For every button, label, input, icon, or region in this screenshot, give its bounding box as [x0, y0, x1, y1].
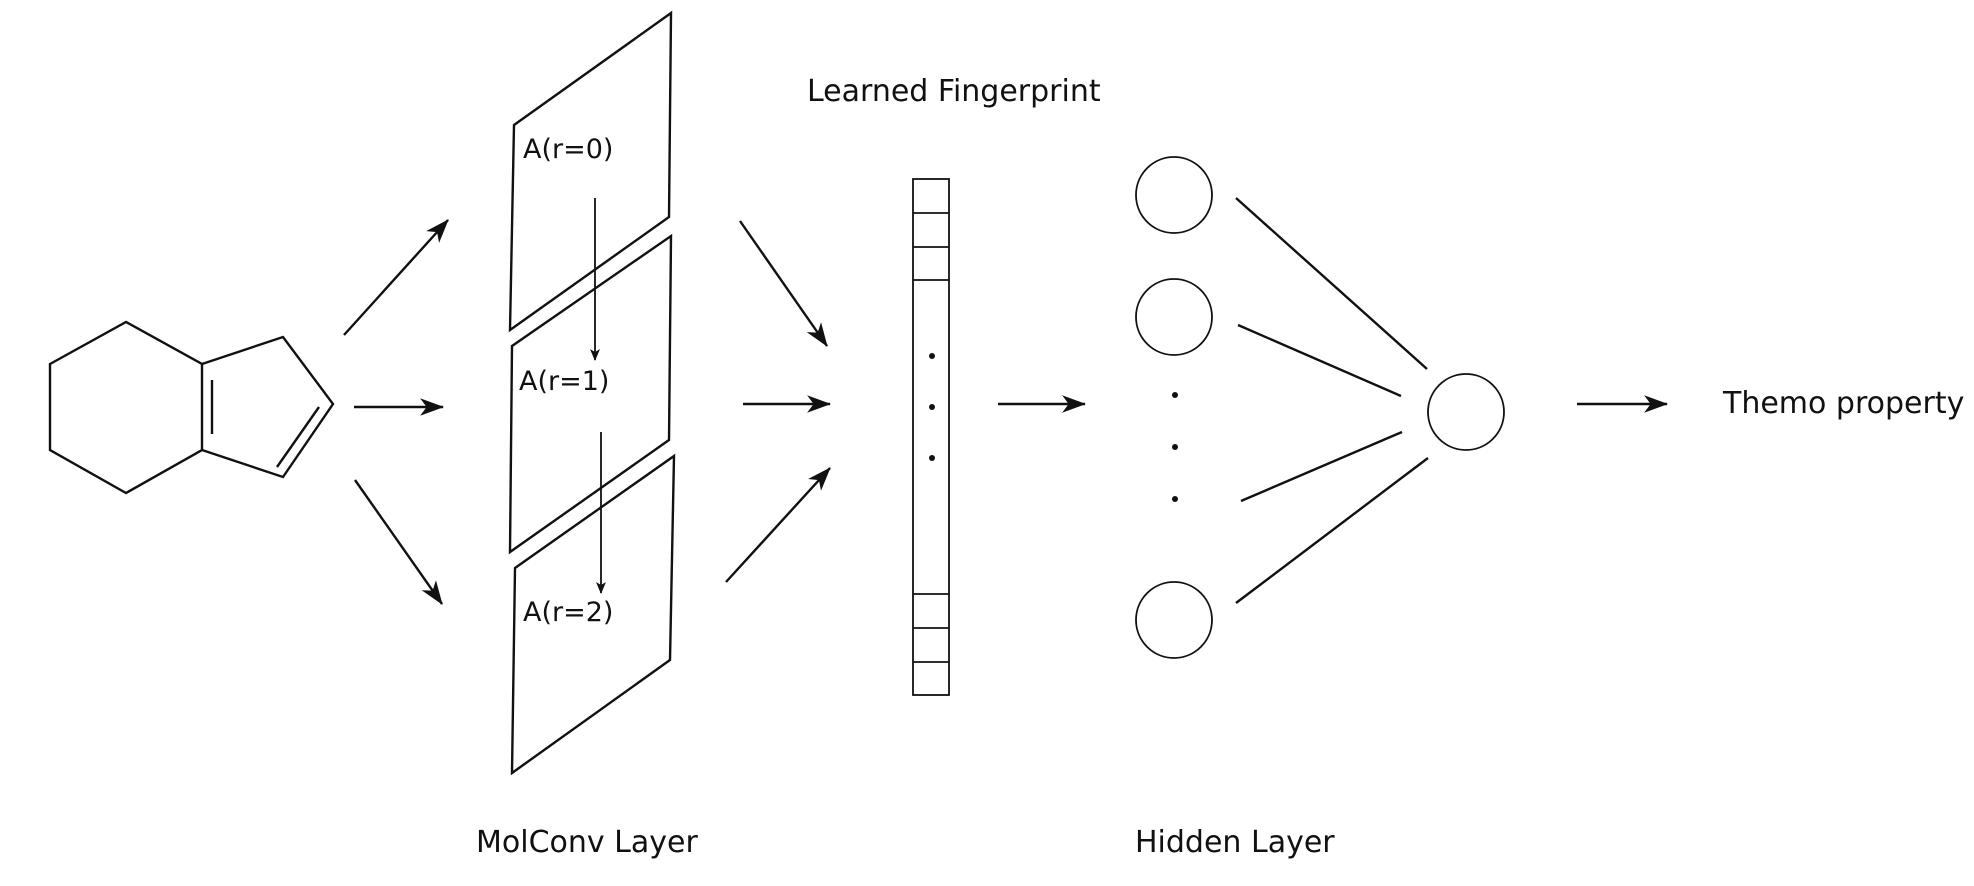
- input-arrows: [343, 219, 449, 605]
- arrow-from-r2: [725, 467, 831, 583]
- arrow-to-layer-r0: [343, 219, 449, 336]
- hidden-to-output-connections: [1235, 197, 1429, 604]
- molconv-layers: A(r=0) A(r=1) A(r=2): [508, 10, 676, 776]
- fingerprint-vector: [912, 178, 950, 696]
- arrow-to-layer-r2: [354, 479, 443, 605]
- ellipsis-dot: [1172, 392, 1178, 398]
- layer-r2-plane: [510, 453, 676, 776]
- output-node: [1427, 373, 1505, 451]
- hidden-node: [1135, 581, 1213, 659]
- hidden-node: [1135, 156, 1213, 234]
- layer-r1-label: A(r=1): [519, 366, 609, 397]
- pooling-arrows: [725, 220, 832, 583]
- layer-r0-label: A(r=0): [523, 134, 613, 165]
- hidden-node: [1135, 278, 1213, 356]
- molecule-icon: [48, 320, 335, 495]
- layer-r1-plane: [508, 233, 673, 555]
- layer-r0-plane: [508, 10, 673, 333]
- ellipsis-dot: [929, 455, 935, 461]
- output-label: Themo property: [1722, 386, 1964, 421]
- ellipsis-dot: [1172, 444, 1178, 450]
- arrow-from-r0: [739, 220, 828, 347]
- molconv-layer-caption: MolConv Layer: [476, 825, 698, 860]
- hidden-layer-nodes: [1135, 156, 1213, 659]
- ellipsis-dot: [1172, 496, 1178, 502]
- ellipsis-dot: [929, 404, 935, 410]
- layer-r2-label: A(r=2): [523, 597, 613, 628]
- ellipsis-dot: [929, 353, 935, 359]
- learned-fingerprint-title: Learned Fingerprint: [807, 74, 1101, 109]
- hidden-layer-caption: Hidden Layer: [1135, 825, 1335, 860]
